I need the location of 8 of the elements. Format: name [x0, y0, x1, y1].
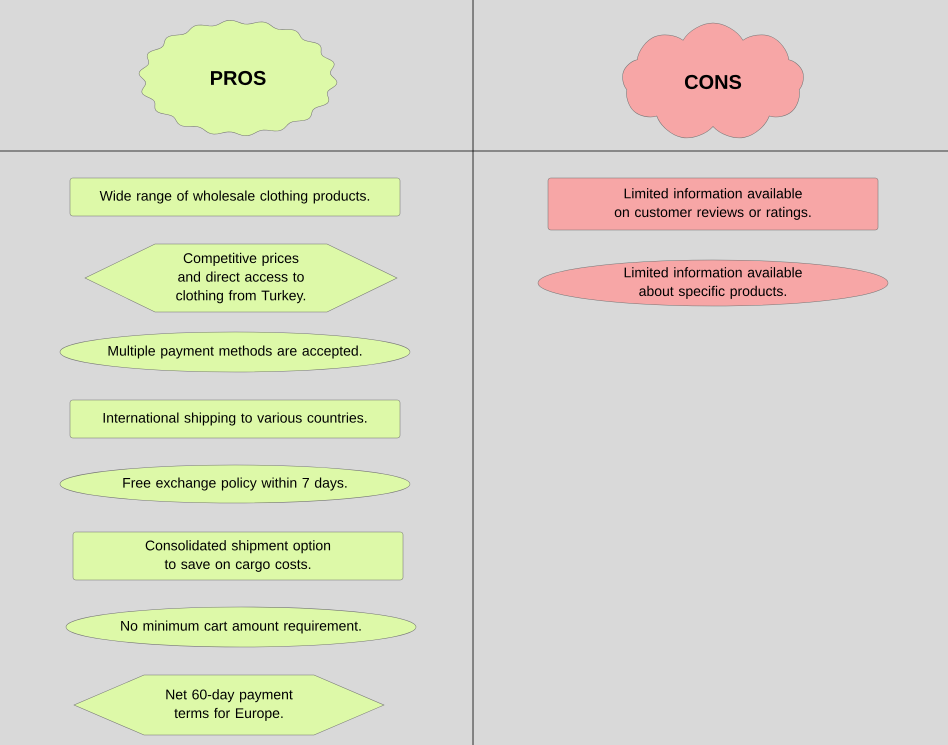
ellipse-box: Limited information available about specific products.: [538, 260, 888, 306]
text-box: Consolidated shipment option to save on cargo costs.: [72, 532, 404, 580]
ellipse-box: Free exchange policy within 7 days.: [60, 464, 410, 504]
text-box: Limited information available on customer reviews or ratings.: [548, 178, 878, 230]
text-box: Wide range of wholesale clothing products.: [70, 178, 400, 216]
ellipse-box: No minimum cart amount requirement.: [66, 606, 416, 648]
ellipse-box: Multiple payment methods are accepted.: [60, 332, 410, 372]
text-box: International shipping to various countries.: [70, 400, 400, 438]
